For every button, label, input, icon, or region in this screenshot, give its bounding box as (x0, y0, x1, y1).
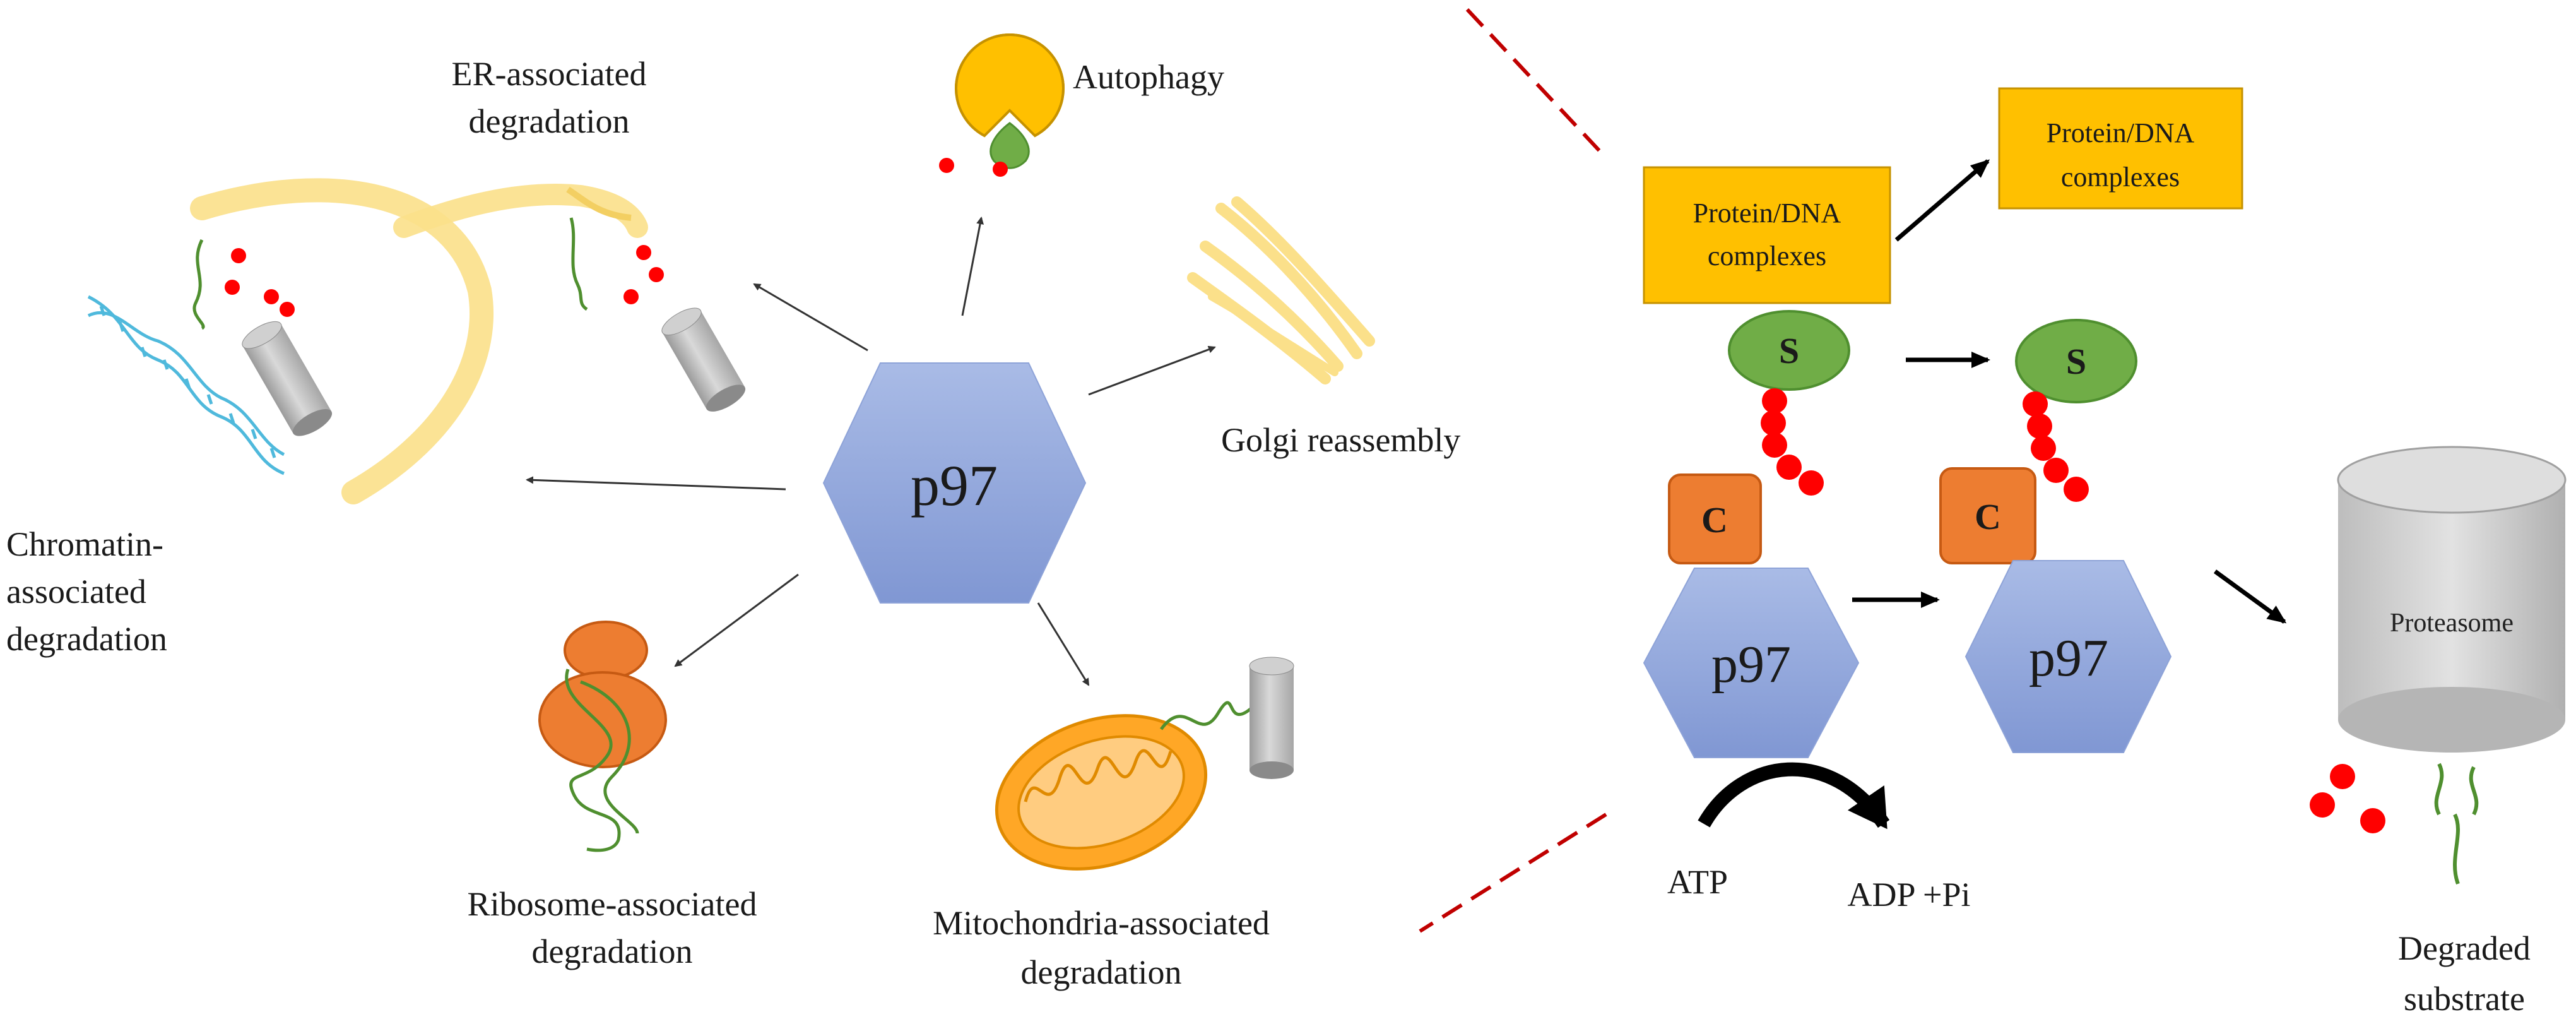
chromatin-label-line3: degradation (6, 620, 167, 658)
cofactor-right: C (1939, 467, 2036, 564)
dna-helix-icon (87, 295, 285, 475)
complex-box-right: Protein/DNA complexes (1998, 87, 2243, 210)
p97-right: p97 (1964, 560, 2172, 753)
cofactor-right-badge: C (1975, 496, 2001, 537)
arrow-complex-release (1894, 159, 1990, 242)
ribosome-icon (538, 621, 667, 852)
golgi-icon (1187, 196, 1375, 384)
arrow-to-golgi (1088, 345, 1216, 396)
panel-divider (1419, 8, 1608, 933)
autophagy-icon (939, 33, 1065, 177)
chromatin-label-line2: associated (6, 573, 146, 610)
arrow-to-mitochondria (1037, 602, 1090, 686)
erad-proteasome-icon (569, 217, 746, 412)
erad-label-line1: ER-associated (452, 55, 647, 93)
adp-label: ADP +Pi (1847, 876, 1970, 914)
proteasome-icon: Proteasome (2337, 446, 2567, 753)
substrate-left-badge: S (1779, 330, 1799, 371)
atp-label: ATP (1667, 863, 1728, 901)
erad-label-line2: degradation (469, 102, 630, 140)
degraded-label-line2: substrate (2404, 980, 2525, 1018)
er-membrane-icon (190, 178, 648, 504)
chromatin-label-line1: Chromatin- (6, 525, 163, 563)
ribosome-label-line1: Ribosome-associated (468, 885, 757, 923)
arrow-to-ribosome (674, 573, 799, 667)
hub-arrows (526, 217, 1216, 686)
arrow-to-erad (753, 283, 868, 352)
arrow-to-autophagy (961, 217, 984, 316)
ubiquitin-chain-left (1761, 388, 1824, 496)
mito-label-line1: Mitochondria-associated (933, 904, 1270, 942)
degraded-products (2310, 763, 2479, 885)
degraded-label-line1: Degraded (2398, 929, 2531, 967)
complex-left-line2: complexes (1708, 241, 1826, 271)
p97-hexagon (822, 362, 1087, 604)
p97-hub: p97 (822, 362, 1087, 604)
p97-right-label: p97 (2029, 629, 2108, 688)
substrate-right-badge: S (2066, 341, 2086, 382)
arrow-to-proteasome (2213, 569, 2287, 624)
cofactor-left: C (1668, 473, 1762, 564)
complex-right-line1: Protein/DNA (2047, 117, 2195, 148)
complex-box-left: Protein/DNA complexes (1643, 166, 1891, 304)
mito-label-line2: degradation (1021, 953, 1182, 991)
mitochondria-icon (995, 700, 1289, 871)
p97-left: p97 (1643, 568, 1860, 758)
autophagy-label: Autophagy (1073, 58, 1224, 96)
substrate-left: S (1728, 310, 1850, 391)
chromatin-proteasome-icon (192, 239, 333, 436)
p97-hub-label: p97 (911, 453, 998, 518)
proteasome-label: Proteasome (2390, 609, 2514, 638)
arrow-to-chromatin (526, 476, 786, 491)
atp-hydrolysis-arrow (1698, 762, 1890, 830)
substrate-right: S (2015, 319, 2137, 403)
p97-left-label: p97 (1711, 635, 1791, 694)
complex-right-line2: complexes (2061, 162, 2180, 193)
golgi-label: Golgi reassembly (1221, 421, 1460, 459)
ribosome-label-line2: degradation (532, 932, 693, 970)
mito-proteasome-icon (1249, 657, 1294, 779)
complex-left-line1: Protein/DNA (1693, 198, 1841, 229)
ubiquitin-chain-right (2023, 391, 2089, 502)
cofactor-left-badge: C (1701, 499, 1728, 540)
